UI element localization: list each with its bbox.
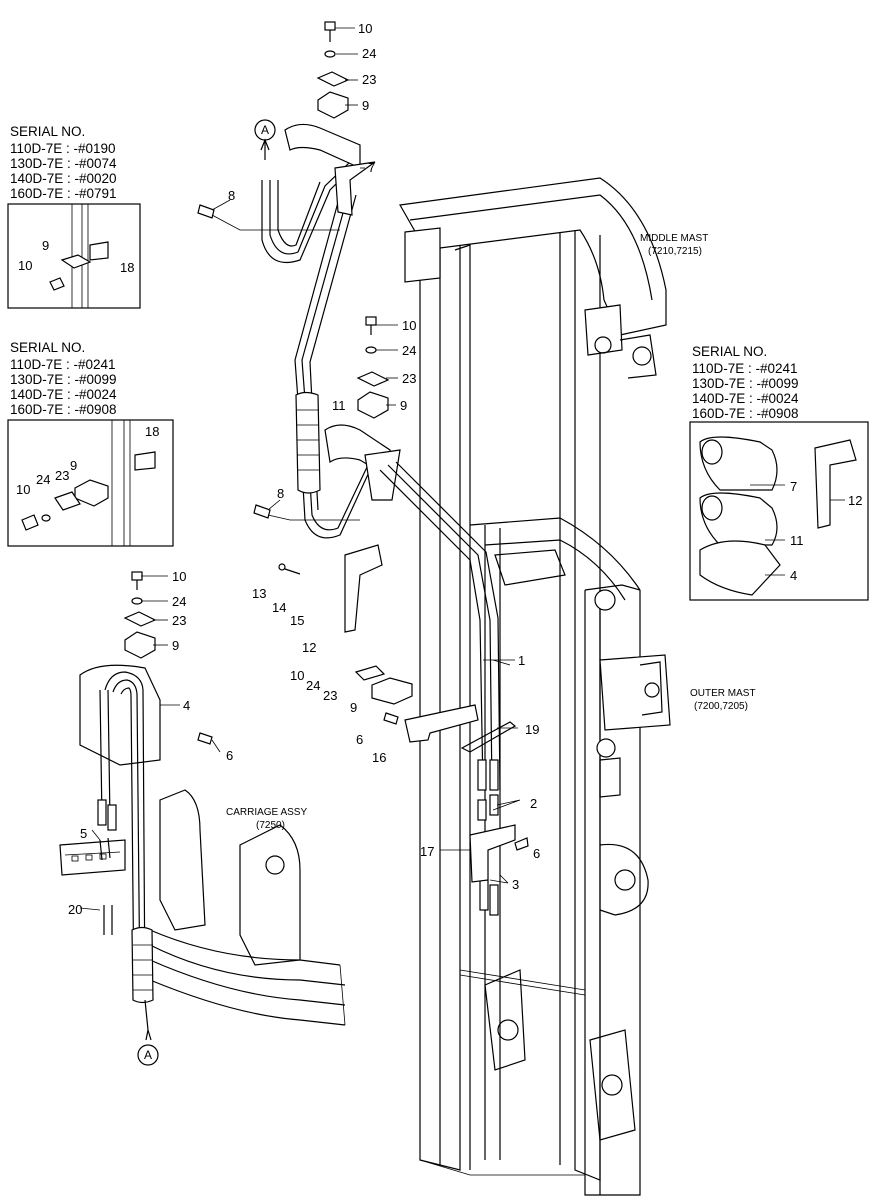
svg-text:140D-7E : -#0020: 140D-7E : -#0020 [10,171,117,186]
svg-text:7: 7 [790,479,797,494]
svg-text:(7250): (7250) [256,820,285,831]
middle-mast-label: MIDDLE MAST (7210,7215) [640,233,708,257]
leader-lines [79,27,845,911]
callouts-top: 10 24 23 9 7 8 [228,21,376,203]
svg-text:13: 13 [252,586,266,601]
callouts-lower: 2 17 6 3 [420,796,540,892]
callouts-mid: 10 24 23 9 11 8 [277,318,416,501]
hose-upper [261,123,501,916]
svg-text:9: 9 [42,238,49,253]
hose-left [79,664,161,1041]
svg-text:9: 9 [362,98,369,113]
svg-text:9: 9 [350,700,357,715]
svg-text:10: 10 [290,668,304,683]
svg-text:130D-7E : -#0074: 130D-7E : -#0074 [10,156,117,171]
serial-block-1: SERIAL NO. 110D-7E : -#0190 130D-7E : -#… [10,124,117,201]
svg-text:10: 10 [172,569,186,584]
svg-text:1: 1 [518,653,525,668]
svg-text:110D-7E : -#0241: 110D-7E : -#0241 [692,361,798,376]
svg-text:12: 12 [302,640,316,655]
svg-text:CARRIAGE ASSY: CARRIAGE ASSY [226,807,307,818]
svg-text:12: 12 [848,493,862,508]
serial-block-2: SERIAL NO. 110D-7E : -#0241 130D-7E : -#… [10,340,117,417]
svg-text:6: 6 [356,732,363,747]
svg-text:A: A [144,1048,152,1062]
svg-text:160D-7E : -#0908: 160D-7E : -#0908 [10,402,117,417]
svg-text:20: 20 [68,902,82,917]
callouts-inset2: 18 9 24 23 10 [16,424,159,497]
svg-text:140D-7E : -#0024: 140D-7E : -#0024 [10,387,117,402]
svg-text:8: 8 [228,188,235,203]
svg-text:24: 24 [402,343,416,358]
callouts-center: 13 14 15 12 10 24 23 9 6 16 1 19 [252,586,539,765]
svg-text:24: 24 [306,678,320,693]
svg-text:6: 6 [533,846,540,861]
svg-text:23: 23 [402,371,416,386]
svg-text:2: 2 [530,796,537,811]
svg-text:14: 14 [272,600,286,615]
outer-mast-label: OUTER MAST (7200,7205) [690,688,756,712]
callouts-right-inset: 7 12 11 4 [790,479,862,583]
bolts-and-fittings [99,21,529,935]
serial-block-3: SERIAL NO. 110D-7E : -#0241 130D-7E : -#… [692,344,799,421]
svg-text:18: 18 [145,424,159,439]
svg-text:MIDDLE MAST: MIDDLE MAST [640,233,708,244]
svg-text:SERIAL NO.: SERIAL NO. [10,340,85,355]
svg-text:A: A [261,123,269,137]
svg-text:(7210,7215): (7210,7215) [648,246,702,257]
svg-text:6: 6 [226,748,233,763]
svg-text:SERIAL NO.: SERIAL NO. [10,124,85,139]
inset-box-1 [7,203,141,309]
svg-text:110D-7E : -#0190: 110D-7E : -#0190 [10,141,116,156]
svg-text:16: 16 [372,750,386,765]
svg-text:4: 4 [790,568,797,583]
svg-text:15: 15 [290,613,304,628]
svg-text:130D-7E : -#0099: 130D-7E : -#0099 [692,376,799,391]
svg-text:10: 10 [402,318,416,333]
callouts-left: 10 24 23 9 4 6 5 20 [68,569,233,917]
svg-text:160D-7E : -#0908: 160D-7E : -#0908 [692,406,799,421]
svg-text:24: 24 [36,472,50,487]
svg-text:10: 10 [18,258,32,273]
callouts-inset1: 9 10 18 [18,238,134,275]
outer-mast-drawing [419,517,671,1196]
middle-mast-drawing [399,177,667,1181]
svg-text:9: 9 [70,458,77,473]
svg-text:10: 10 [358,21,372,36]
svg-text:18: 18 [120,260,134,275]
svg-text:23: 23 [323,688,337,703]
carriage-label: CARRIAGE ASSY (7250) [226,807,307,831]
svg-text:23: 23 [172,613,186,628]
svg-text:7: 7 [368,160,375,175]
svg-text:11: 11 [332,398,346,413]
svg-text:24: 24 [362,46,376,61]
svg-text:9: 9 [172,638,179,653]
view-marker-a-top: A [254,119,276,160]
svg-text:8: 8 [277,486,284,501]
svg-text:9: 9 [400,398,407,413]
svg-text:24: 24 [172,594,186,609]
svg-text:160D-7E : -#0791: 160D-7E : -#0791 [10,186,117,201]
svg-text:5: 5 [80,826,87,841]
inset-box-right [689,421,869,601]
svg-text:140D-7E : -#0024: 140D-7E : -#0024 [692,391,799,406]
svg-text:130D-7E : -#0099: 130D-7E : -#0099 [10,372,117,387]
svg-text:10: 10 [16,482,30,497]
svg-text:19: 19 [525,722,539,737]
svg-text:23: 23 [55,468,69,483]
svg-text:4: 4 [183,698,190,713]
svg-text:3: 3 [512,877,519,892]
svg-text:OUTER MAST: OUTER MAST [690,688,756,699]
svg-text:SERIAL NO.: SERIAL NO. [692,344,767,359]
svg-text:23: 23 [362,72,376,87]
svg-text:110D-7E : -#0241: 110D-7E : -#0241 [10,357,116,372]
svg-text:11: 11 [790,533,804,548]
inset-box-2 [7,419,174,547]
view-marker-a-bottom: A [137,1044,159,1066]
svg-text:17: 17 [420,844,434,859]
svg-text:(7200,7205): (7200,7205) [694,701,748,712]
